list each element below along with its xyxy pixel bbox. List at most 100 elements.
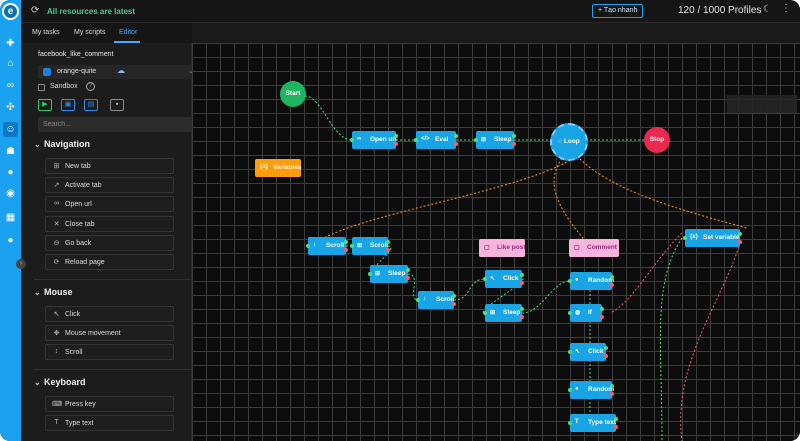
input-port[interactable] xyxy=(568,350,572,354)
input-port[interactable] xyxy=(568,311,572,315)
store-icon[interactable]: ▦ xyxy=(5,212,16,223)
input-port[interactable] xyxy=(368,272,372,276)
loop-node[interactable]: ◌ Loop xyxy=(550,123,588,161)
account-icon[interactable]: ● xyxy=(7,167,14,178)
input-port[interactable] xyxy=(683,236,687,240)
robot-icon[interactable]: ☺ xyxy=(3,122,18,137)
error-port[interactable] xyxy=(520,281,524,285)
open-url-node[interactable]: ∞Open url xyxy=(350,131,398,149)
click-node[interactable]: ↖Click xyxy=(483,270,524,288)
success-port[interactable] xyxy=(454,134,458,138)
error-port[interactable] xyxy=(520,315,524,319)
success-port[interactable] xyxy=(610,384,614,388)
success-port[interactable] xyxy=(512,134,516,138)
node-mouse-movement[interactable]: ✥Mouse movement xyxy=(45,325,174,341)
success-port[interactable] xyxy=(614,417,618,421)
scroll-node[interactable]: ↕Scroll xyxy=(306,237,348,255)
click-node-2[interactable]: ↖Click xyxy=(568,343,608,361)
success-port[interactable] xyxy=(738,232,742,236)
input-port[interactable] xyxy=(568,421,572,425)
input-port[interactable] xyxy=(474,138,478,142)
puzzle-icon[interactable]: ✣ xyxy=(6,102,15,113)
node-new-tab[interactable]: ⊞New tab xyxy=(45,158,174,174)
error-port[interactable] xyxy=(452,302,456,306)
error-port[interactable] xyxy=(406,276,410,280)
error-port[interactable] xyxy=(394,142,398,146)
save-as-icon[interactable]: ▤ xyxy=(84,99,98,111)
scroll-node-3[interactable]: ↕Scroll xyxy=(416,291,456,309)
error-port[interactable] xyxy=(610,283,614,287)
success-port[interactable] xyxy=(344,240,348,244)
input-port[interactable] xyxy=(483,277,487,281)
node-click[interactable]: ↖Click xyxy=(45,306,174,322)
input-port[interactable] xyxy=(350,244,354,248)
tab-my-tasks[interactable]: My tasks xyxy=(32,29,60,36)
section-keyboard-header[interactable]: ⌄Keyboard xyxy=(34,377,86,387)
success-port[interactable] xyxy=(406,268,410,272)
input-port[interactable] xyxy=(568,388,572,392)
input-port[interactable] xyxy=(414,138,418,142)
sleep-node[interactable]: ⊞Sleep xyxy=(474,131,516,149)
sleep-node-3[interactable]: ⊞Sleep xyxy=(483,304,524,322)
error-port[interactable] xyxy=(344,248,348,252)
node-reload-page[interactable]: ⟳Reload page xyxy=(45,254,174,270)
error-port[interactable] xyxy=(386,248,390,252)
error-port[interactable] xyxy=(604,354,608,358)
profile-select[interactable]: orange-quite ☁ ⌄ xyxy=(38,65,201,79)
run-icon[interactable]: ▶ xyxy=(38,99,52,111)
user-settings-icon[interactable]: ◉ xyxy=(6,188,15,199)
node-scroll[interactable]: ↕Scroll xyxy=(45,344,174,360)
success-port[interactable] xyxy=(600,307,604,311)
code-view-icon[interactable]: ▪ xyxy=(110,99,124,111)
stop-node[interactable]: Stop xyxy=(644,127,670,153)
node-press-key[interactable]: ⌨Press key xyxy=(45,396,174,412)
section-mouse-header[interactable]: ⌄Mouse xyxy=(34,287,73,297)
node-go-back[interactable]: ⊖Go back xyxy=(45,235,174,251)
success-port[interactable] xyxy=(394,134,398,138)
variables-node[interactable]: {x}Variables xyxy=(255,159,302,177)
tab-editor[interactable]: Editor xyxy=(119,29,138,36)
section-navigation-header[interactable]: ⌄Navigation xyxy=(34,139,90,149)
flow-canvas[interactable]: Start ◌ Loop Stop {x}Variables ∞Open url… xyxy=(192,43,800,441)
error-port[interactable] xyxy=(454,142,458,146)
node-open-url[interactable]: ∞Open url xyxy=(45,196,174,212)
help-icon[interactable]: ? xyxy=(86,82,95,91)
quick-create-button[interactable]: + Tạo nhanh xyxy=(592,4,644,18)
input-port[interactable] xyxy=(306,244,310,248)
eval-node[interactable]: </>Eval xyxy=(414,131,458,149)
input-port[interactable] xyxy=(568,279,572,283)
scroll-node-2[interactable]: ⊞Scroll xyxy=(350,237,390,255)
chat-icon[interactable]: ● xyxy=(7,235,14,246)
add-icon[interactable]: ✚ xyxy=(6,38,15,49)
input-port[interactable] xyxy=(416,298,420,302)
save-icon[interactable]: ▣ xyxy=(61,99,75,111)
error-port[interactable] xyxy=(614,425,618,429)
success-port[interactable] xyxy=(386,240,390,244)
input-port[interactable] xyxy=(483,311,487,315)
collapse-panel-icon[interactable]: › xyxy=(16,259,26,269)
theme-toggle-icon[interactable]: ☾ xyxy=(763,4,772,15)
refresh-icon[interactable]: ⟳ xyxy=(31,5,40,16)
if-node[interactable]: ◍If xyxy=(568,304,604,322)
users-icon[interactable]: ☗ xyxy=(6,146,15,157)
node-close-tab[interactable]: ✕Close tab xyxy=(45,216,174,232)
node-activate-tab[interactable]: ↗Activate tab xyxy=(45,177,174,193)
random-node[interactable]: ●Random xyxy=(568,272,614,290)
like-post-note[interactable]: ▢Like post xyxy=(479,239,526,257)
success-port[interactable] xyxy=(520,273,524,277)
sleep-node-2[interactable]: ⊞Sleep xyxy=(368,265,410,283)
sandbox-checkbox[interactable] xyxy=(38,84,45,91)
error-port[interactable] xyxy=(738,240,742,244)
error-port[interactable] xyxy=(610,392,614,396)
search-input[interactable] xyxy=(38,117,202,132)
more-menu-icon[interactable]: ⋮ xyxy=(781,3,791,14)
success-port[interactable] xyxy=(520,307,524,311)
error-port[interactable] xyxy=(512,142,516,146)
home-icon[interactable]: ⌂ xyxy=(7,58,14,69)
link-icon[interactable]: ∞ xyxy=(6,80,15,91)
start-node[interactable]: Start xyxy=(280,81,306,107)
tab-my-scripts[interactable]: My scripts xyxy=(74,29,106,36)
comment-note[interactable]: ▢Comment xyxy=(569,239,619,257)
random-node-2[interactable]: ●Random xyxy=(568,381,614,399)
